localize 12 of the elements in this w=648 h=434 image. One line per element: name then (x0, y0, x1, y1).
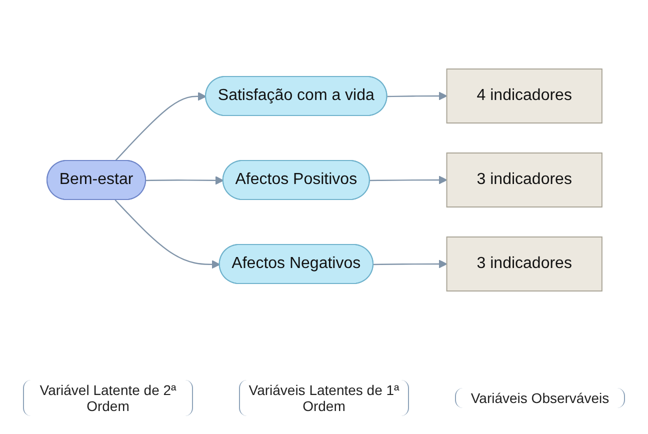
arrow (373, 260, 447, 268)
arrow (369, 176, 447, 184)
column-caption: Variável Latente de 2ª Ordem (23, 380, 193, 416)
arrow (146, 176, 224, 185)
node-box: 3 indicadores (446, 152, 602, 208)
column-caption: Variáveis Latentes de 1ª Ordem (239, 380, 409, 416)
column-caption: Variáveis Observáveis (455, 388, 625, 408)
arrow (386, 92, 447, 100)
arrow (114, 200, 220, 269)
node-box: 3 indicadores (446, 236, 602, 292)
arrow (114, 92, 206, 162)
node-box: 4 indicadores (446, 68, 602, 124)
